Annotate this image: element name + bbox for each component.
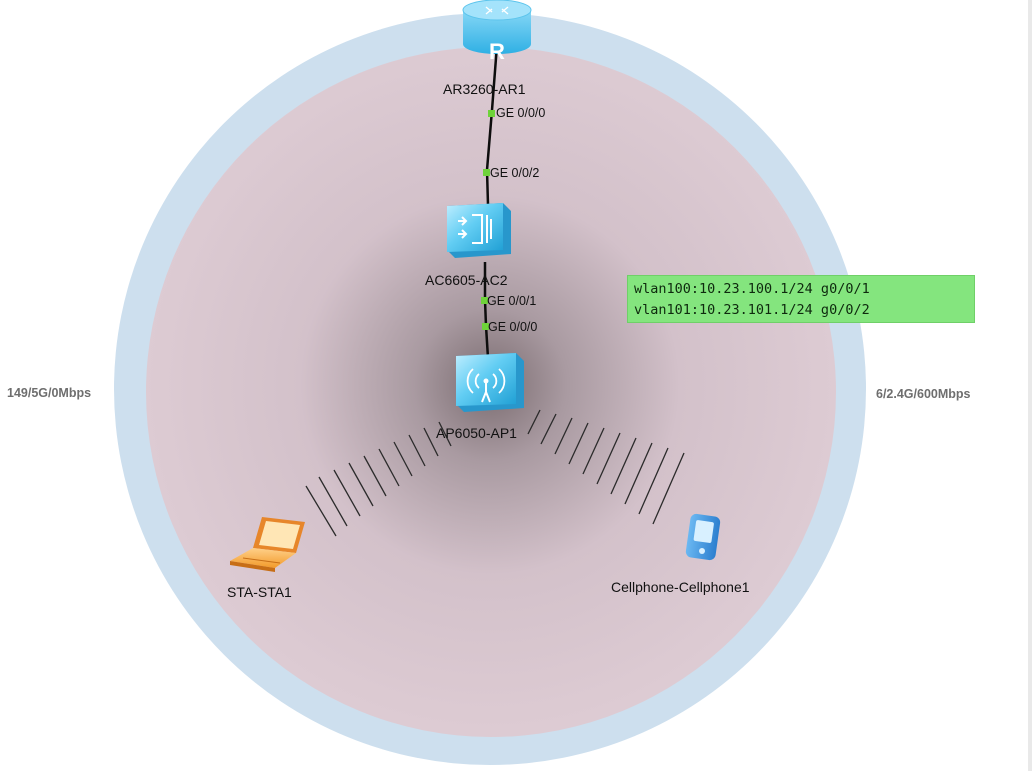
note-line-wlan100: wlan100:10.23.100.1/24 g0/0/1 xyxy=(634,281,870,297)
port-dot-ac-ge001[interactable] xyxy=(481,297,488,304)
band-label-5g: 149/5G/0Mbps xyxy=(7,386,92,400)
signal-arcs-cellphone xyxy=(527,409,685,525)
port-dot-ac-ge002[interactable] xyxy=(483,169,490,176)
note-line-vlan101: vlan101:10.23.101.1/24 g0/0/2 xyxy=(634,302,870,318)
svg-text:R: R xyxy=(489,39,505,64)
canvas-right-edge xyxy=(1028,0,1032,771)
link-router-ac[interactable] xyxy=(485,44,499,206)
port-dot-ap-ge000[interactable] xyxy=(482,323,489,330)
port-label-ac-ge002: GE 0/0/2 xyxy=(490,166,540,180)
band-label-24g: 6/2.4G/600Mbps xyxy=(876,387,971,401)
signal-arcs-sta xyxy=(305,421,452,537)
access-controller-icon[interactable] xyxy=(447,203,511,258)
ac-label: AC6605-AC2 xyxy=(425,272,508,288)
ap-label: AP6050-AP1 xyxy=(436,425,517,441)
router-label: AR3260-AR1 xyxy=(443,81,526,97)
port-label-ac-ge001: GE 0/0/1 xyxy=(487,294,537,308)
port-dot-router-ge000[interactable] xyxy=(488,110,495,117)
sta-label: STA-STA1 xyxy=(227,584,292,600)
port-label-ap-ge000: GE 0/0/0 xyxy=(488,320,538,334)
link-ac-ap[interactable] xyxy=(483,262,490,359)
port-label-router-ge000: GE 0/0/0 xyxy=(496,106,546,120)
cellphone-label: Cellphone-Cellphone1 xyxy=(611,579,750,595)
laptop-icon[interactable] xyxy=(230,517,305,572)
router-icon[interactable]: R xyxy=(462,0,532,64)
cellphone-icon[interactable] xyxy=(685,513,721,561)
text-note-box[interactable]: wlan100:10.23.100.1/24 g0/0/1 vlan101:10… xyxy=(627,275,975,323)
access-point-icon[interactable] xyxy=(456,353,524,412)
